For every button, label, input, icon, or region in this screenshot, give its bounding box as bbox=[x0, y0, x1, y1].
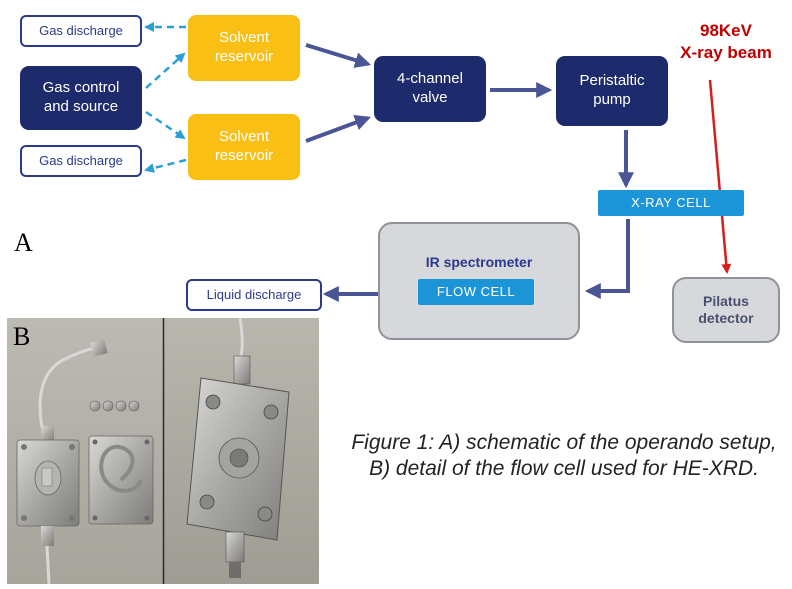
figure-caption: Figure 1: A) schematic of the operando s… bbox=[351, 431, 777, 480]
flow-cell-node: FLOW CELL bbox=[418, 279, 534, 305]
flow-cell-photo-illustration bbox=[7, 318, 319, 584]
ir-spectrometer-label: IR spectrometer bbox=[425, 254, 533, 270]
panel-a-label: A bbox=[14, 228, 33, 257]
panel-b-label: B bbox=[13, 322, 31, 351]
arrow-xray-cell-to-ir-spectrometer bbox=[584, 219, 630, 299]
solvent-reservoir-bottom-node: Solvent reservoir bbox=[188, 114, 300, 180]
arrow-gas-control-to-reservoir-top bbox=[145, 52, 186, 89]
four-channel-valve-node: 4-channel valve bbox=[374, 56, 486, 122]
gas-control-node: Gas control and source bbox=[20, 66, 142, 130]
arrow-gas-control-to-reservoir-bottom bbox=[145, 110, 186, 140]
xray-cell-node: X-RAY CELL bbox=[598, 190, 744, 216]
arrow-reservoir-top-to-valve bbox=[305, 43, 372, 68]
solvent-reservoir-top-node: Solvent reservoir bbox=[188, 15, 300, 81]
arrow-reservoir-bottom-to-valve bbox=[305, 114, 372, 143]
peristaltic-pump-node: Peristaltic pump bbox=[556, 56, 668, 126]
xray-beam-label: 98KeV X-ray beam bbox=[680, 21, 772, 63]
liquid-discharge-node: Liquid discharge bbox=[186, 279, 322, 311]
xray-beam-line bbox=[708, 79, 732, 274]
flow-cell-photo: B bbox=[7, 318, 319, 584]
arrow-reservoir-bottom-to-gas-discharge bbox=[144, 158, 187, 173]
pilatus-detector-node: Pilatus detector bbox=[672, 277, 780, 343]
gas-discharge-top-node: Gas discharge bbox=[20, 15, 142, 47]
gas-discharge-bottom-node: Gas discharge bbox=[20, 145, 142, 177]
